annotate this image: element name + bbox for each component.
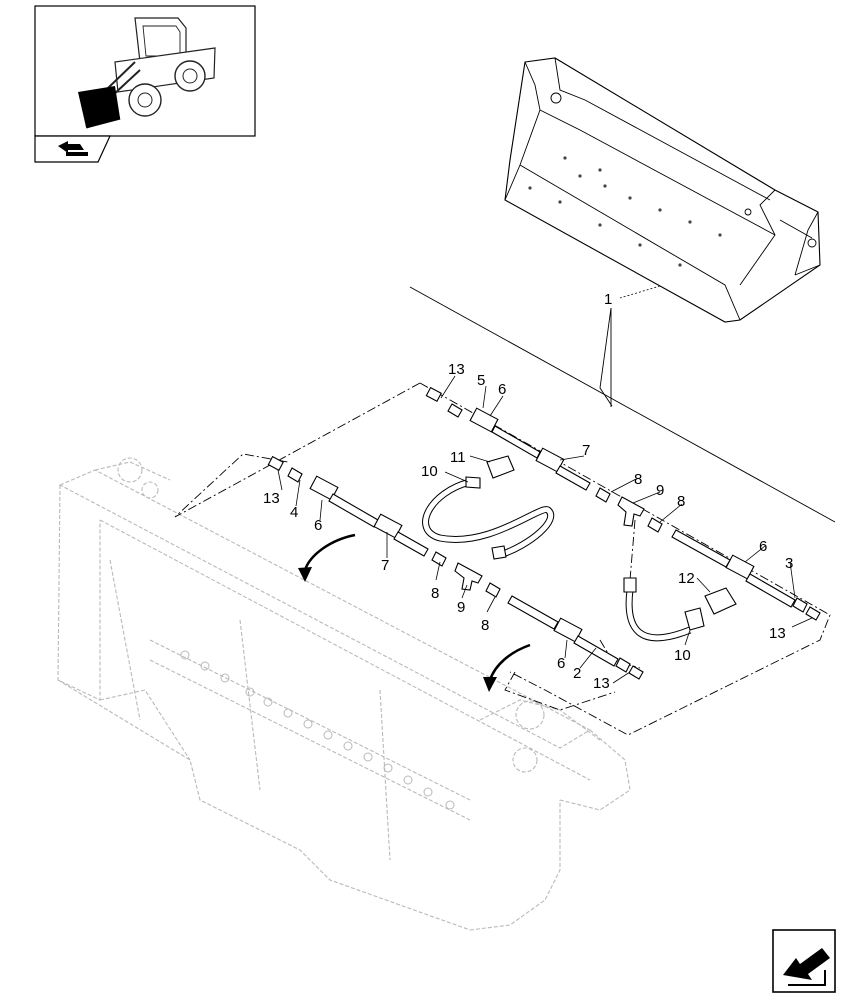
hose-part-10-left: [422, 476, 554, 560]
callout-6: 6: [557, 655, 565, 672]
callout-13: 13: [593, 675, 610, 692]
rotation-arrow-left: [298, 533, 356, 582]
callout-13: 13: [769, 625, 786, 642]
callout-4: 4: [290, 504, 298, 521]
callout-8: 8: [634, 471, 642, 488]
callout-8: 8: [431, 585, 439, 602]
adapter-part-11: [486, 455, 515, 479]
adapter-part-12: [704, 587, 737, 615]
thumbnail-panel: [34, 5, 256, 163]
callout-5: 5: [477, 372, 485, 389]
callout-8: 8: [481, 617, 489, 634]
bucket-ghost: [57, 457, 631, 931]
assembly-outline: [174, 382, 831, 736]
callout-2: 2: [573, 665, 581, 682]
callout-7: 7: [381, 557, 389, 574]
upper-line: [425, 386, 821, 621]
forward-arrow-icon: [783, 948, 830, 986]
callout-6: 6: [498, 381, 506, 398]
callout-10: 10: [421, 463, 438, 480]
callout-6: 6: [759, 538, 767, 555]
callout-9: 9: [457, 599, 465, 616]
axis-line: [409, 286, 836, 523]
wheel-loader-icon: [78, 17, 216, 129]
callout-labels: 1 2 3 4 5 6 6 6 6 7 7 8 8 8 8 9 9 10 10 …: [263, 291, 793, 692]
callout-7: 7: [582, 442, 590, 459]
callout-13: 13: [263, 490, 280, 507]
callout-12: 12: [678, 570, 695, 587]
callout-leaders: [277, 375, 813, 684]
callout-6: 6: [314, 517, 322, 534]
callout-10: 10: [674, 647, 691, 664]
hose-part-10-right: [623, 577, 705, 642]
callout-3: 3: [785, 555, 793, 572]
leader-1a: [599, 307, 613, 407]
back-arrow-icon[interactable]: [58, 141, 88, 156]
bucket-part-1: [504, 57, 821, 323]
next-page-button[interactable]: [772, 929, 836, 993]
callout-8: 8: [677, 493, 685, 510]
callout-1: 1: [604, 291, 612, 308]
callout-11: 11: [450, 449, 466, 466]
callout-9: 9: [656, 482, 664, 499]
rotation-arrow-right: [483, 643, 531, 692]
callout-13: 13: [448, 361, 465, 378]
center-axis: [629, 519, 636, 581]
lower-line: [267, 455, 644, 680]
